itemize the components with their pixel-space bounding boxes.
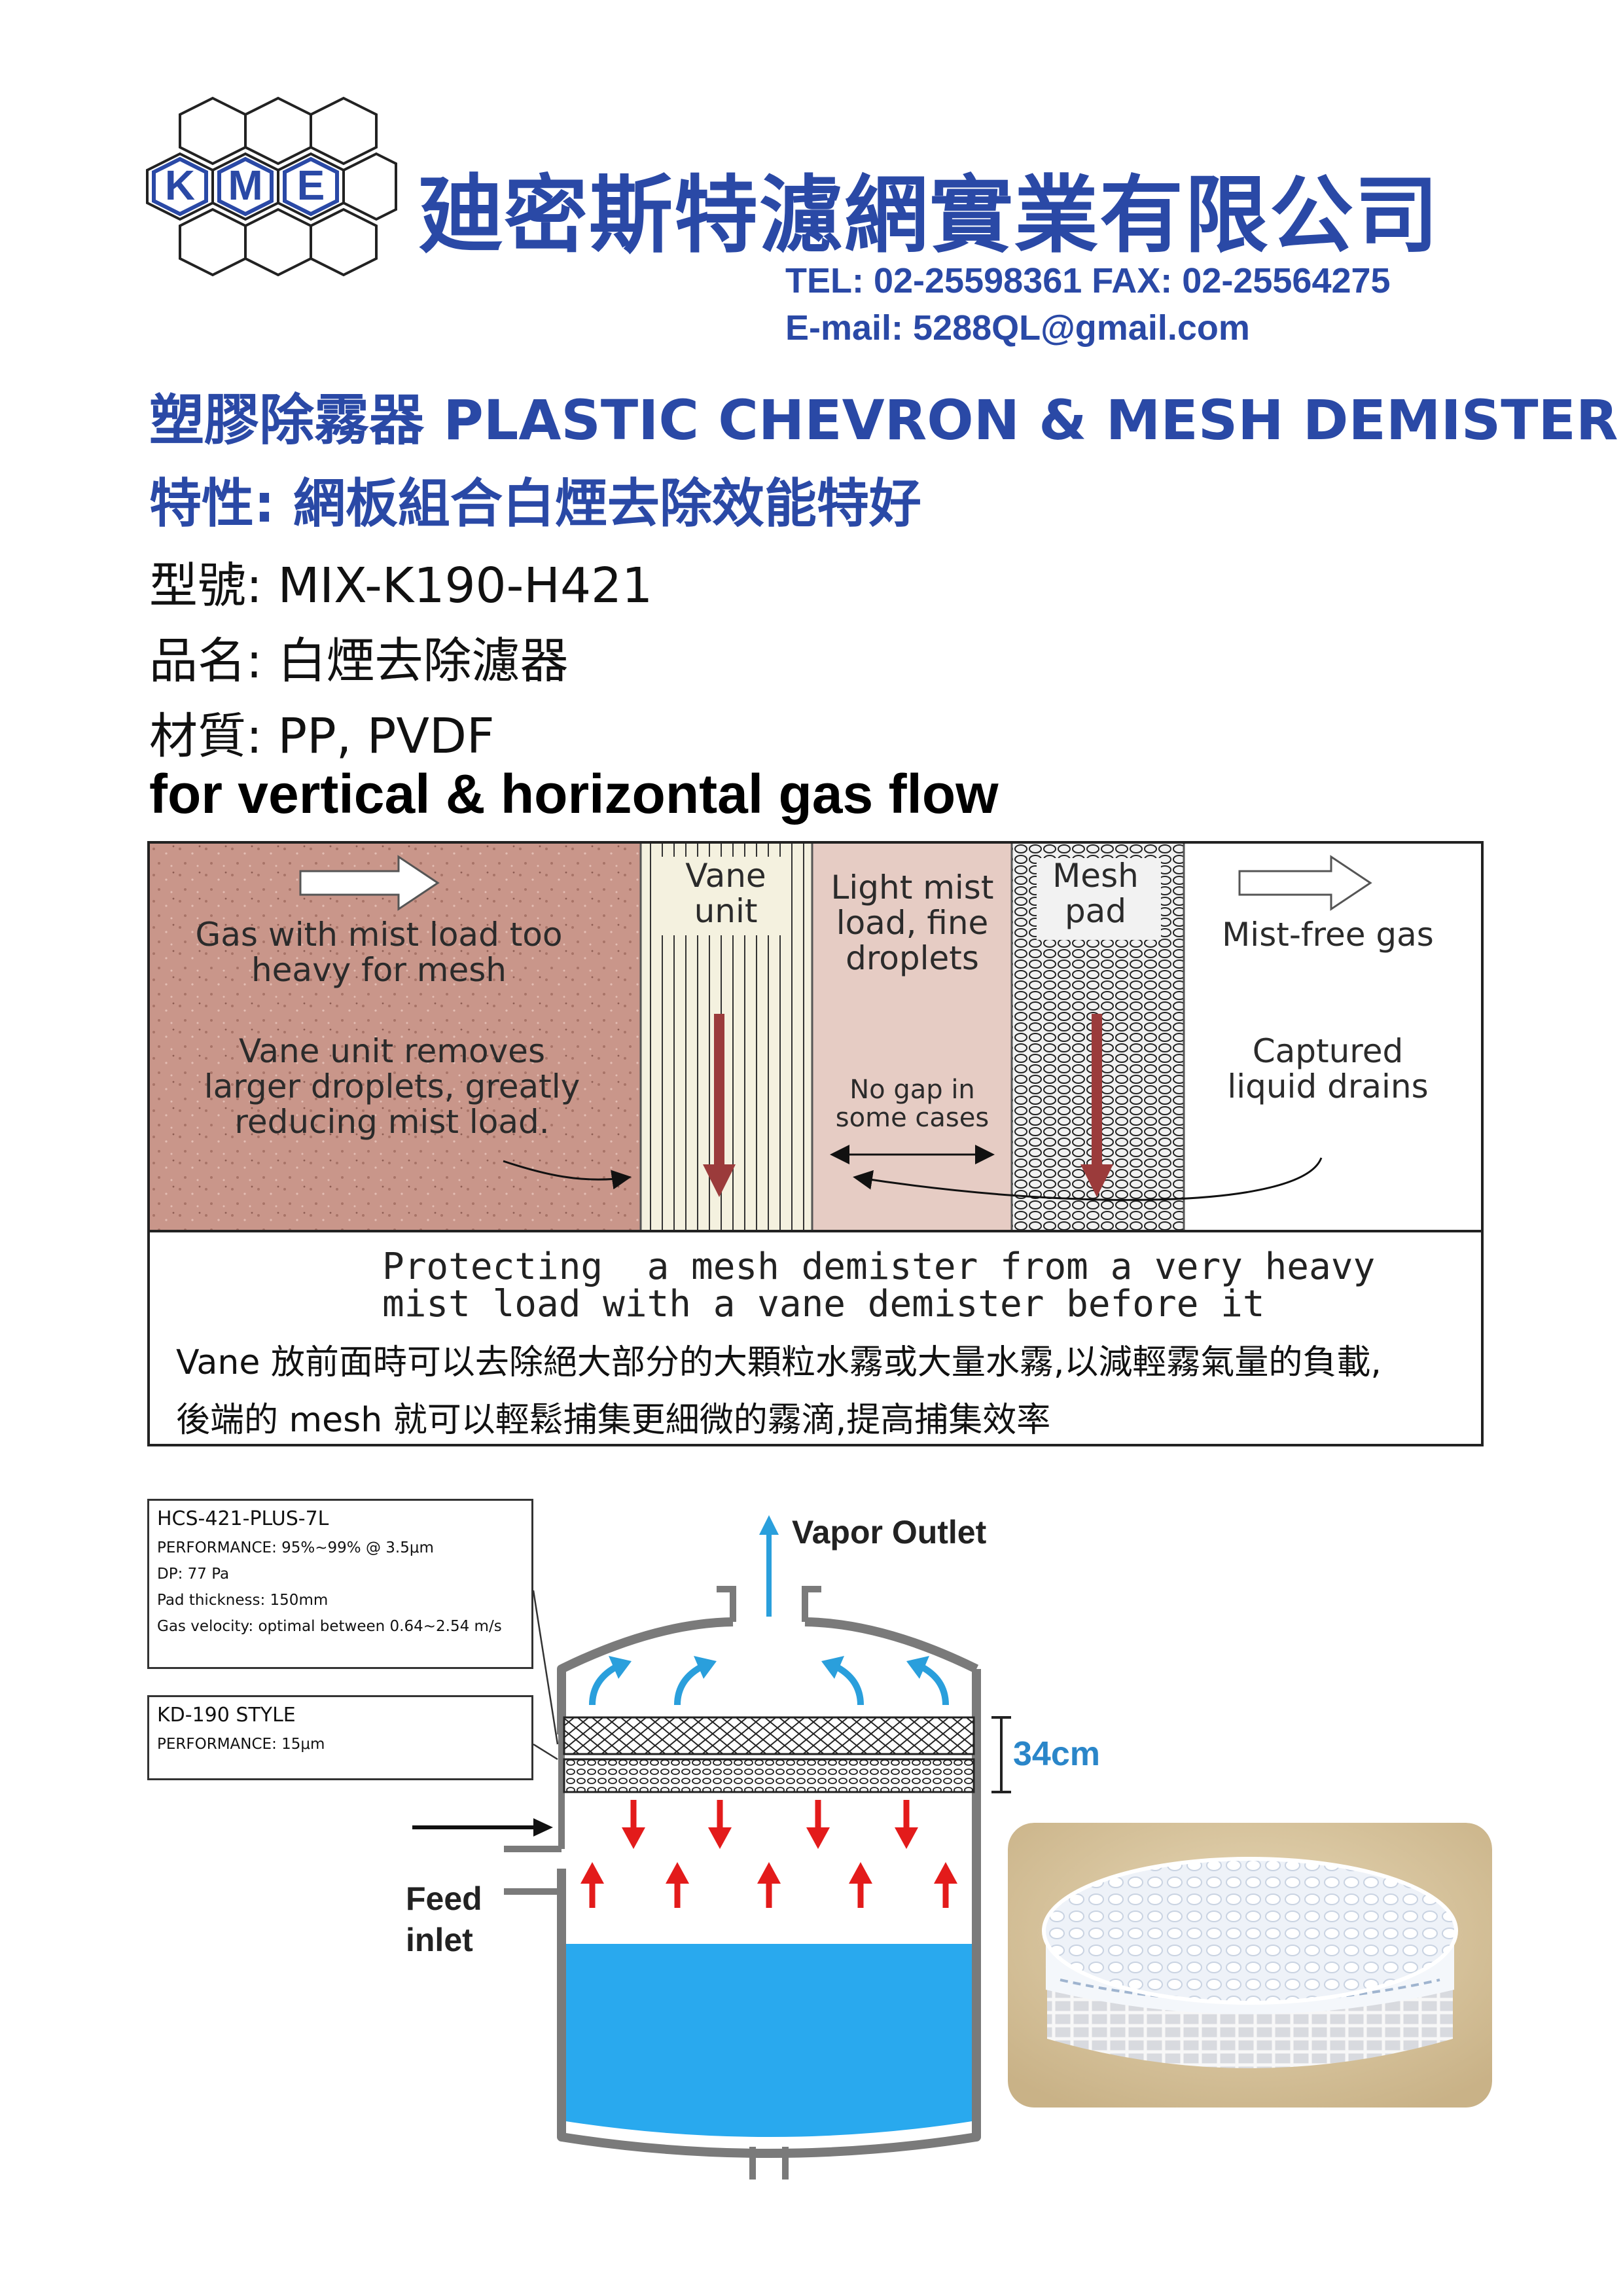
svg-text:K: K bbox=[165, 162, 195, 209]
tel-fax: TEL: 02-25598361 FAX: 02-25564275 bbox=[785, 261, 1391, 300]
captured-label: Captured liquid drains bbox=[1227, 1032, 1429, 1105]
spec-box-kd-heading: KD-190 STYLE bbox=[157, 1704, 296, 1727]
light-mist-label: Light mist load, fine droplets bbox=[830, 869, 994, 977]
spec-box-hcs-line: PERFORMANCE: 95%~99% @ 3.5μm bbox=[157, 1539, 434, 1556]
mesh-pad-layer bbox=[563, 1716, 975, 1755]
drain-arrows bbox=[622, 1800, 918, 1849]
vapor-outlet-label: Vapor Outlet bbox=[792, 1514, 987, 1551]
vapor-arrow bbox=[674, 1662, 705, 1706]
product-model: 型號: MIX-K190-H421 bbox=[149, 558, 653, 614]
company-name: 廸密斯特濾網實業有限公司 bbox=[419, 166, 1440, 264]
svg-text:M: M bbox=[228, 162, 262, 209]
feed-inlet-label: Feed inlet bbox=[406, 1880, 482, 1958]
pad-thickness-label: 34cm bbox=[1013, 1735, 1100, 1773]
dimension-marker bbox=[991, 1716, 1011, 1793]
product-feature: 特性: 網板組合白煙去除效能特好 bbox=[149, 473, 921, 534]
gas-out-arrow bbox=[1238, 855, 1372, 911]
gas-rise-arrows bbox=[580, 1862, 957, 1908]
product-name: 品名: 白煙去除濾器 bbox=[149, 633, 569, 689]
vane-unit-label: Vane unit bbox=[685, 857, 766, 930]
spec-box-hcs-line: Pad thickness: 150mm bbox=[157, 1592, 329, 1609]
caption-zh-2: 後端的 mesh 就可以輕鬆捕集更細微的霧滴,提高捕集效率 bbox=[176, 1401, 1051, 1440]
kme-logo: K M E bbox=[146, 96, 397, 277]
mesh-pad-label: Mesh pad bbox=[1052, 857, 1139, 930]
email: E-mail: 5288QL@gmail.com bbox=[785, 308, 1250, 348]
product-photo bbox=[1008, 1823, 1492, 2108]
caption-line-2: mist load with a vane demister before it bbox=[382, 1283, 1265, 1325]
spec-box-hcs-line: DP: 77 Pa bbox=[157, 1566, 230, 1583]
vapor-arrow bbox=[918, 1662, 949, 1706]
flow-direction: for vertical & horizontal gas flow bbox=[149, 763, 999, 825]
vapor-arrow bbox=[832, 1662, 864, 1706]
no-gap-label: No gap in some cases bbox=[835, 1075, 990, 1134]
gas-label: Gas with mist load too heavy for mesh bbox=[195, 916, 563, 989]
spec-box-hcs-line: Gas velocity: optimal between 0.64~2.54 … bbox=[157, 1618, 502, 1635]
gas-in-arrow bbox=[299, 855, 440, 911]
vapor-arrow bbox=[589, 1662, 620, 1706]
product-title: 塑膠除霧器 PLASTIC CHEVRON & MESH DEMISTER bbox=[149, 388, 1618, 452]
mesh-drain-arrow bbox=[1080, 1164, 1113, 1197]
mist-free-label: Mist-free gas bbox=[1222, 916, 1434, 954]
spec-box-hcs: HCS-421-PLUS-7L PERFORMANCE: 95%~99% @ 3… bbox=[147, 1499, 533, 1669]
vessel-diagram bbox=[412, 1515, 1011, 2179]
product-material: 材質: PP, PVDF bbox=[149, 708, 495, 764]
vane-remove-label: Vane unit removes larger droplets, great… bbox=[204, 1032, 580, 1141]
spec-box-hcs-heading: HCS-421-PLUS-7L bbox=[157, 1507, 329, 1530]
demister-figure: Gas with mist load too heavy for mesh Va… bbox=[147, 841, 1484, 1446]
honeycomb-top bbox=[1042, 1857, 1458, 2005]
vane-drain-arrow bbox=[703, 1164, 736, 1197]
svg-text:E: E bbox=[297, 162, 325, 209]
spec-box-kd: KD-190 STYLE PERFORMANCE: 15μm bbox=[147, 1695, 533, 1780]
caption-zh-1: Vane 放前面時可以去除絕大部分的大顆粒水霧或大量水霧,以減輕霧氣量的負載, bbox=[176, 1343, 1382, 1382]
spec-box-kd-line: PERFORMANCE: 15μm bbox=[157, 1736, 325, 1753]
liquid-level bbox=[562, 1944, 976, 2137]
vane-pad-layer bbox=[563, 1758, 975, 1793]
caption-line-1: Protecting a mesh demister from a very h… bbox=[382, 1246, 1376, 1288]
demister-schematic bbox=[150, 844, 1481, 1230]
